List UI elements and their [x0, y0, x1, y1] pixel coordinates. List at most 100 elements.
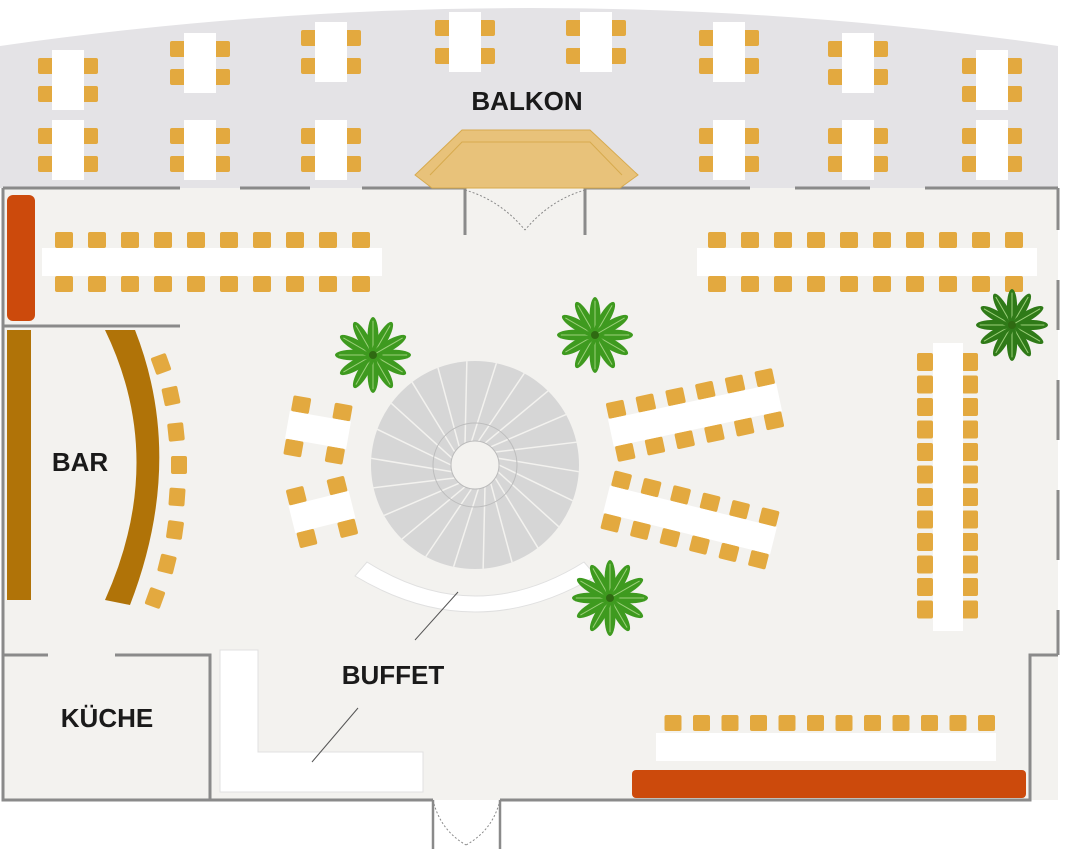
chair[interactable] — [807, 232, 825, 248]
balcony-table[interactable] — [828, 120, 888, 180]
chair[interactable] — [743, 30, 759, 46]
angled-table-lower[interactable] — [599, 470, 780, 570]
chair[interactable] — [892, 715, 910, 731]
balcony-table[interactable] — [828, 33, 888, 93]
balcony-table[interactable] — [962, 50, 1022, 110]
chair[interactable] — [699, 58, 715, 74]
chair[interactable] — [88, 276, 106, 292]
chair[interactable] — [873, 232, 891, 248]
chair[interactable] — [972, 232, 990, 248]
table-top[interactable] — [285, 410, 351, 450]
chair[interactable] — [635, 393, 656, 413]
chair[interactable] — [167, 422, 185, 442]
table-top[interactable] — [976, 50, 1008, 110]
chair[interactable] — [170, 41, 186, 57]
chair[interactable] — [630, 520, 651, 540]
balcony-table[interactable] — [301, 22, 361, 82]
chair[interactable] — [962, 443, 978, 461]
chair[interactable] — [345, 128, 361, 144]
table-top[interactable] — [842, 120, 874, 180]
chair[interactable] — [170, 156, 186, 172]
chair[interactable] — [721, 715, 739, 731]
chair[interactable] — [962, 488, 978, 506]
chair[interactable] — [479, 20, 495, 36]
table-top[interactable] — [933, 343, 963, 631]
chair[interactable] — [978, 715, 995, 731]
chair[interactable] — [840, 276, 858, 292]
chair[interactable] — [121, 276, 139, 292]
chair[interactable] — [301, 30, 317, 46]
chair[interactable] — [326, 476, 348, 496]
chair[interactable] — [921, 715, 938, 731]
chair[interactable] — [253, 276, 271, 292]
table-top[interactable] — [976, 120, 1008, 180]
chair[interactable] — [301, 128, 317, 144]
angled-table-upper[interactable] — [605, 368, 786, 462]
chair[interactable] — [708, 276, 726, 292]
chair[interactable] — [1006, 86, 1022, 102]
chair[interactable] — [337, 518, 358, 538]
chair[interactable] — [301, 156, 317, 172]
balcony-table[interactable] — [566, 12, 626, 72]
long-table-vertical[interactable] — [917, 343, 978, 631]
chair[interactable] — [840, 232, 858, 248]
chair[interactable] — [286, 232, 304, 248]
chair[interactable] — [154, 232, 172, 248]
chair[interactable] — [962, 58, 978, 74]
chair[interactable] — [699, 492, 721, 512]
table-top[interactable] — [656, 733, 996, 761]
chair[interactable] — [296, 528, 318, 548]
chair[interactable] — [699, 128, 715, 144]
chair[interactable] — [605, 399, 627, 419]
chair[interactable] — [1005, 232, 1023, 248]
table-top[interactable] — [603, 485, 777, 555]
chair[interactable] — [758, 507, 780, 527]
chair[interactable] — [750, 715, 767, 731]
chair[interactable] — [743, 128, 759, 144]
chair[interactable] — [962, 420, 978, 439]
chair[interactable] — [171, 456, 187, 474]
chair[interactable] — [939, 276, 957, 292]
chair[interactable] — [774, 232, 792, 248]
chair[interactable] — [828, 41, 844, 57]
chair[interactable] — [38, 86, 54, 102]
chair[interactable] — [1006, 156, 1022, 172]
chair[interactable] — [962, 510, 978, 529]
chair[interactable] — [82, 156, 98, 172]
chair[interactable] — [718, 542, 740, 562]
balcony-table[interactable] — [699, 120, 759, 180]
bar-stools[interactable] — [144, 353, 187, 609]
chair[interactable] — [807, 715, 824, 731]
table-top[interactable] — [184, 120, 216, 180]
chair[interactable] — [962, 375, 978, 394]
chair[interactable] — [962, 555, 978, 574]
chair[interactable] — [566, 48, 582, 64]
chair[interactable] — [917, 488, 933, 506]
chair[interactable] — [962, 353, 978, 371]
chair[interactable] — [828, 156, 844, 172]
chair[interactable] — [724, 374, 746, 394]
balcony-table[interactable] — [170, 120, 230, 180]
balcony-table[interactable] — [699, 22, 759, 82]
chair[interactable] — [611, 470, 632, 490]
balcony-table[interactable] — [301, 120, 361, 180]
chair[interactable] — [872, 69, 888, 85]
chair[interactable] — [332, 402, 353, 422]
chair[interactable] — [319, 276, 337, 292]
chair[interactable] — [566, 20, 582, 36]
chair[interactable] — [214, 41, 230, 57]
chair[interactable] — [906, 232, 924, 248]
long-table-left[interactable] — [42, 232, 382, 292]
chair[interactable] — [743, 156, 759, 172]
chair[interactable] — [610, 48, 626, 64]
chair[interactable] — [962, 600, 978, 619]
chair[interactable] — [324, 446, 346, 465]
chair[interactable] — [1006, 128, 1022, 144]
chair[interactable] — [741, 232, 759, 248]
chair[interactable] — [291, 395, 312, 414]
chair[interactable] — [214, 128, 230, 144]
table-top[interactable] — [842, 33, 874, 93]
chair[interactable] — [872, 128, 888, 144]
small-table-upper[interactable] — [282, 395, 353, 465]
entrance-door[interactable] — [431, 800, 502, 849]
